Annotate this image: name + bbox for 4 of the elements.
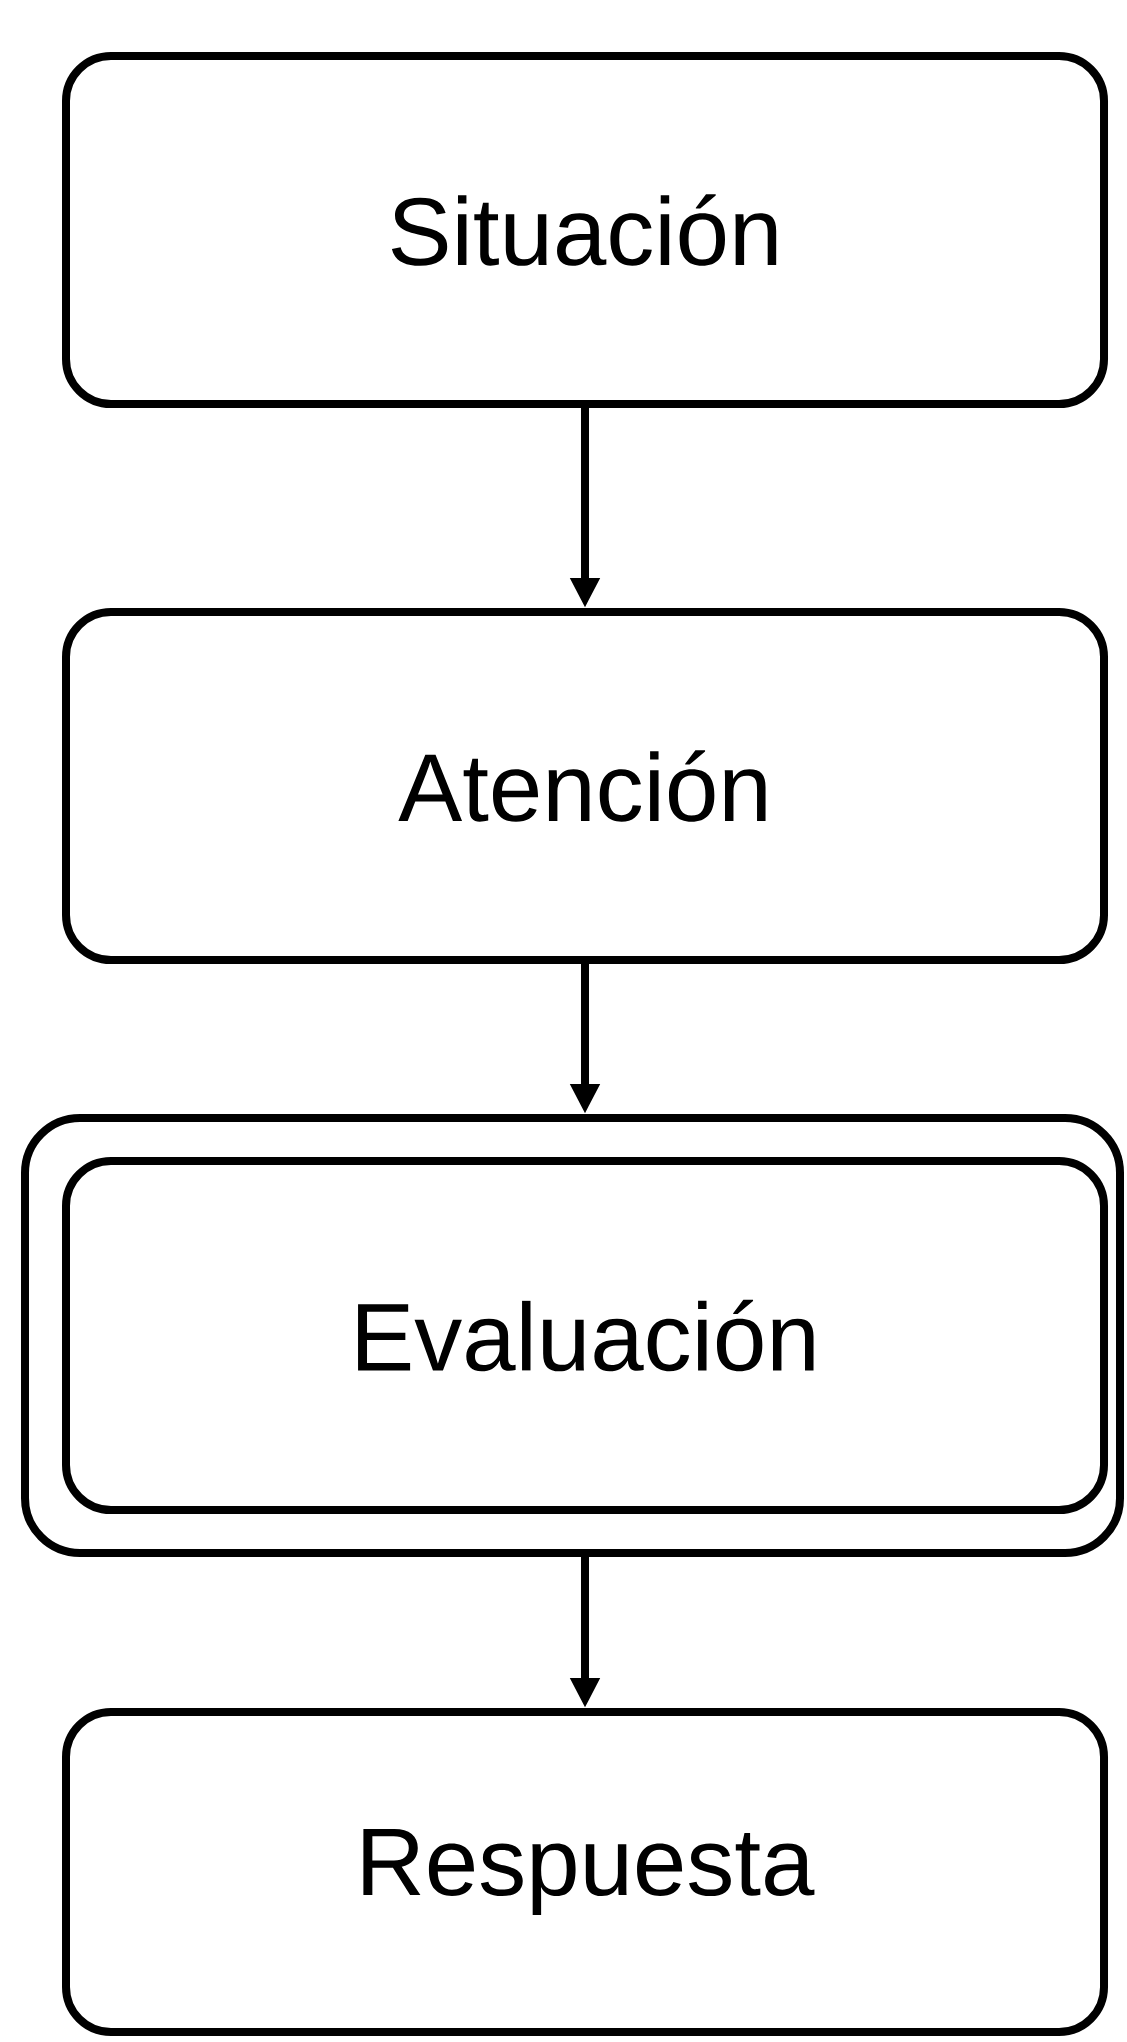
process-box: Situación xyxy=(62,52,1108,408)
process-box: Respuesta xyxy=(62,1708,1108,2037)
process-box: Evaluación xyxy=(62,1157,1108,1514)
process-box: Atención xyxy=(62,608,1108,964)
